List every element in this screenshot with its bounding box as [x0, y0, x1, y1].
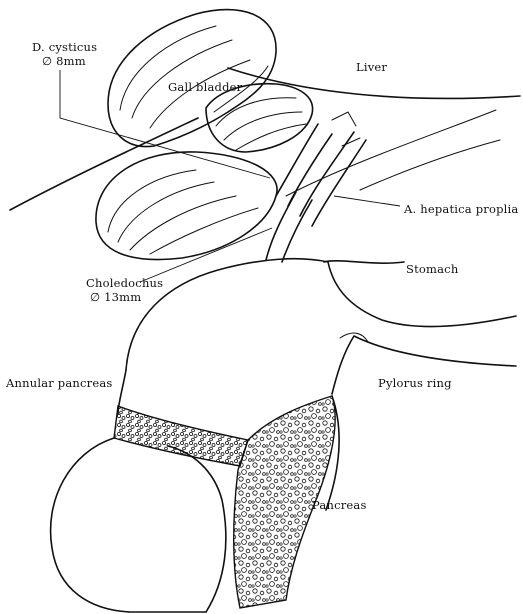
stomach-duodenum: [118, 259, 516, 414]
d-cysticus-name: D. cysticus: [32, 40, 97, 54]
annular-pancreas-label: Annular pancreas: [6, 376, 113, 390]
annular-pancreas-ring: [114, 406, 248, 466]
liver-label: Liver: [356, 60, 387, 74]
duodenum-loop: [51, 438, 226, 612]
bile-ducts: [266, 112, 366, 262]
choledochus-label: Choledochus ∅ 13mm: [86, 276, 163, 304]
pylorus-ring-label: Pylorus ring: [378, 376, 452, 390]
choledochus-size: ∅ 13mm: [86, 290, 163, 304]
d-cysticus-size: ∅ 8mm: [32, 54, 97, 68]
label-leader-lines: [60, 70, 400, 282]
choledochus-name: Choledochus: [86, 276, 163, 290]
a-hepatica-label: A. hepatica proplia: [404, 202, 518, 216]
d-cysticus-label: D. cysticus ∅ 8mm: [32, 40, 97, 68]
stomach-label: Stomach: [406, 262, 458, 276]
liver-outline: [10, 68, 520, 210]
pancreas-label: Pancreas: [312, 498, 367, 512]
gall-bladder-label: Gall bladder: [168, 80, 242, 94]
